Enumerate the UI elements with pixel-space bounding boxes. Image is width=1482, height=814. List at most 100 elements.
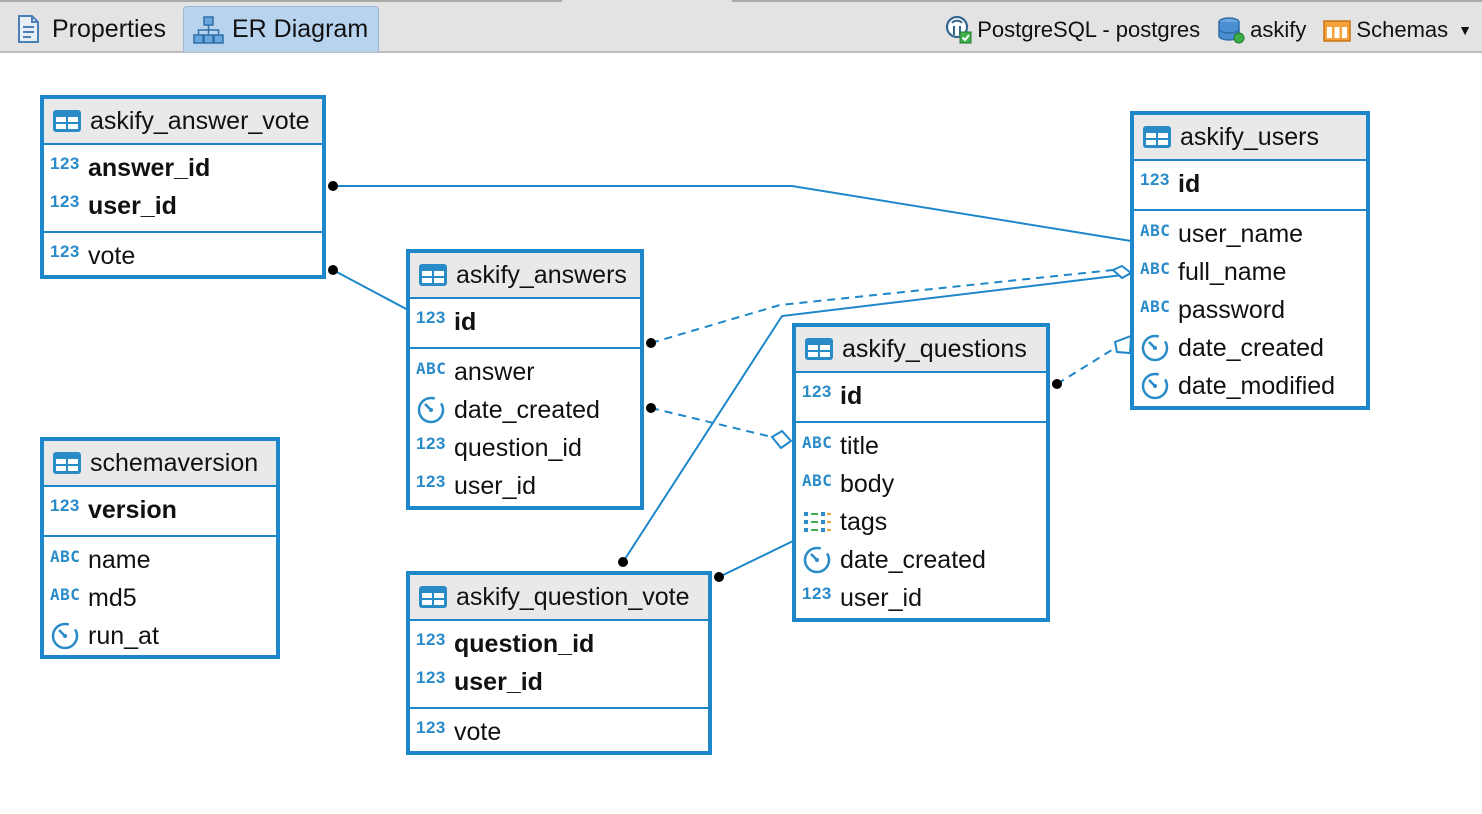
numeric-type-icon: 123 bbox=[1140, 170, 1170, 189]
column-name: title bbox=[840, 431, 879, 460]
er-diagram-icon bbox=[193, 15, 224, 44]
tab-properties[interactable]: Properties bbox=[6, 6, 178, 52]
relation-diamond bbox=[1111, 264, 1133, 280]
chevron-down-icon[interactable]: ▼ bbox=[1458, 22, 1472, 38]
column-name: date_created bbox=[1178, 333, 1324, 362]
toolbar-top-border bbox=[0, 0, 562, 2]
numeric-type-icon: 123 bbox=[416, 434, 446, 453]
properties-icon bbox=[18, 15, 39, 43]
relation-dot bbox=[714, 572, 724, 582]
schemas-selector[interactable]: Schemas ▼ bbox=[1322, 15, 1472, 45]
column-row[interactable]: ABC answer bbox=[410, 353, 640, 391]
relation-answer-vote-users[interactable] bbox=[333, 185, 1132, 242]
database-selector[interactable]: askify bbox=[1216, 15, 1306, 45]
text-type-icon: ABC bbox=[1140, 296, 1171, 316]
numeric-type-icon: 123 bbox=[50, 154, 80, 173]
column-row[interactable]: date_modified bbox=[1134, 367, 1366, 405]
entity-title: askify_answer_vote bbox=[90, 106, 310, 135]
table-icon bbox=[53, 452, 81, 474]
text-type-icon: ABC bbox=[416, 358, 447, 378]
column-name: version bbox=[88, 495, 177, 524]
column-row[interactable]: 123 id bbox=[796, 377, 1046, 415]
numeric-type-icon: 123 bbox=[50, 242, 80, 261]
text-type-icon: ABC bbox=[1140, 220, 1171, 240]
datetime-type-icon bbox=[1141, 334, 1169, 362]
column-name: date_created bbox=[840, 545, 986, 574]
column-row[interactable]: ABC title bbox=[796, 427, 1046, 465]
datetime-type-icon bbox=[803, 546, 831, 574]
column-row[interactable]: tags bbox=[796, 503, 1046, 541]
database-label: askify bbox=[1250, 17, 1307, 42]
table-icon bbox=[805, 338, 833, 360]
toolbar-top-border-right bbox=[732, 0, 1482, 2]
entity-header[interactable]: askify_question_vote bbox=[410, 575, 708, 621]
numeric-type-icon: 123 bbox=[802, 584, 832, 603]
database-icon bbox=[1218, 17, 1245, 44]
column-name: answer bbox=[454, 357, 535, 386]
relation-questions-users[interactable] bbox=[1056, 347, 1116, 385]
column-row[interactable]: 123 id bbox=[1134, 165, 1366, 203]
column-row[interactable]: date_created bbox=[796, 541, 1046, 579]
column-name: id bbox=[840, 381, 863, 410]
entity-header[interactable]: schemaversion bbox=[44, 441, 276, 487]
entity-header[interactable]: askify_users bbox=[1134, 115, 1366, 161]
entity-title: schemaversion bbox=[90, 448, 259, 477]
datetime-type-icon bbox=[51, 622, 79, 650]
column-row[interactable]: date_created bbox=[410, 391, 640, 429]
entity-header[interactable]: askify_answers bbox=[410, 253, 640, 299]
entity-header[interactable]: askify_answer_vote bbox=[44, 99, 322, 145]
relation-answers-questions[interactable] bbox=[650, 407, 773, 438]
text-type-icon: ABC bbox=[802, 432, 833, 452]
column-name: user_id bbox=[454, 667, 543, 696]
relation-answer-vote-answers[interactable] bbox=[332, 269, 411, 312]
relation-diamond bbox=[1113, 334, 1133, 355]
relation-question-vote-questions[interactable] bbox=[718, 540, 794, 578]
column-row[interactable]: 123 vote bbox=[44, 237, 322, 275]
relation-answers-users[interactable] bbox=[650, 269, 1114, 344]
entity-header[interactable]: askify_questions bbox=[796, 327, 1046, 373]
column-name: id bbox=[454, 307, 477, 336]
column-name: vote bbox=[88, 241, 136, 270]
column-row[interactable]: ABC password bbox=[1134, 291, 1366, 329]
column-row[interactable]: 123 user_id bbox=[796, 579, 1046, 617]
datetime-type-icon bbox=[1141, 372, 1169, 400]
tab-er-diagram[interactable]: ER Diagram bbox=[183, 6, 379, 52]
column-name: user_name bbox=[1178, 219, 1304, 248]
column-row[interactable]: run_at bbox=[44, 617, 276, 655]
numeric-type-icon: 123 bbox=[802, 382, 832, 401]
column-name: user_id bbox=[840, 583, 922, 612]
column-row[interactable]: date_created bbox=[1134, 329, 1366, 367]
array-type-icon bbox=[804, 512, 831, 532]
connection-selector[interactable]: PostgreSQL - postgres bbox=[943, 15, 1200, 45]
column-name: id bbox=[1178, 169, 1201, 198]
text-type-icon: ABC bbox=[1140, 258, 1171, 278]
column-row[interactable]: ABC user_name bbox=[1134, 215, 1366, 253]
relation-question-vote-users[interactable] bbox=[622, 273, 1132, 563]
column-name: password bbox=[1178, 295, 1285, 324]
column-name: vote bbox=[454, 717, 502, 746]
